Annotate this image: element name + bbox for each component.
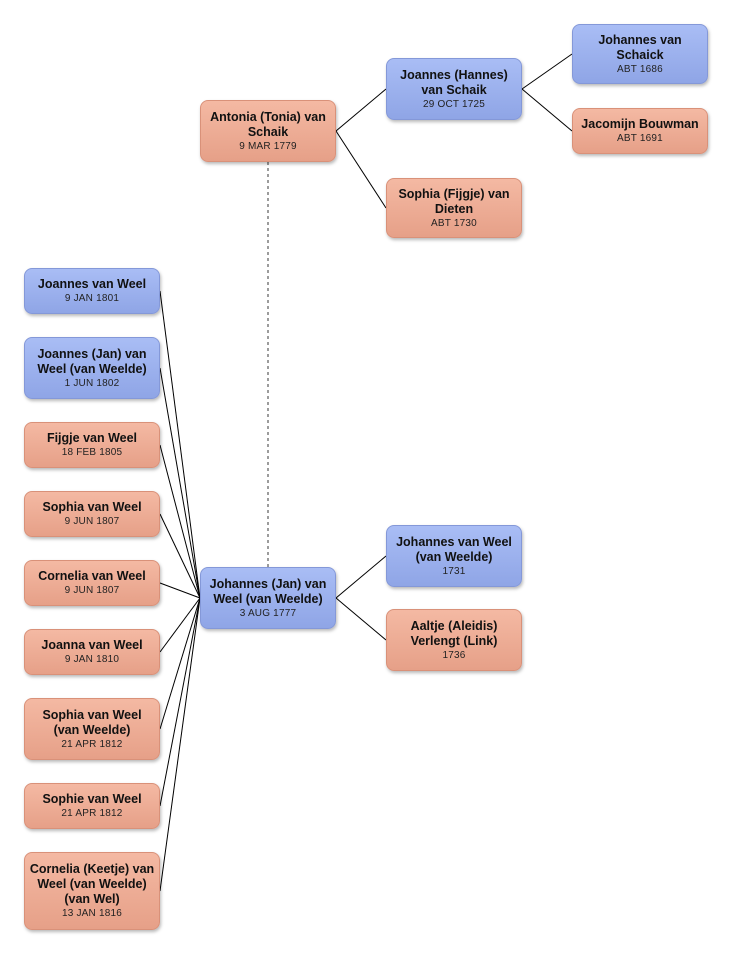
connector-mother-mother: [335, 130, 387, 209]
children-connectors: [159, 290, 201, 892]
person-name: Cornelia van Weel: [38, 569, 146, 583]
person-date: 29 OCT 1725: [422, 98, 486, 110]
connector-mother-father: [335, 88, 387, 132]
child-box[interactable]: Sophia van Weel (van Weelde) 21 APR 1812: [24, 698, 160, 760]
child-box[interactable]: Joannes (Jan) van Weel (van Weelde) 1 JU…: [24, 337, 160, 399]
person-joannes-van-schaik[interactable]: Joannes (Hannes) van Schaik 29 OCT 1725: [386, 58, 522, 120]
person-name: Jacomijn Bouwman: [581, 117, 699, 131]
person-johannes-van-schaick[interactable]: Johannes van Schaick ABT 1686: [572, 24, 708, 84]
person-date: 9 JAN 1810: [64, 654, 120, 665]
person-name: Sophia (Fijgje) van Dieten: [398, 186, 510, 216]
person-date: 13 JAN 1816: [61, 908, 123, 919]
person-name: Joanna van Weel: [41, 638, 143, 652]
connector-child-3: [159, 513, 201, 599]
child-box[interactable]: Sophie van Weel 21 APR 1812: [24, 783, 160, 829]
person-jacomijn-bouwman[interactable]: Jacomijn Bouwman ABT 1691: [572, 108, 708, 154]
connector-child-2: [159, 444, 201, 599]
connector-child-7: [159, 597, 201, 807]
connector-child-1: [159, 367, 201, 599]
child-box[interactable]: Sophia van Weel 9 JUN 1807: [24, 491, 160, 537]
child-box[interactable]: Fijgje van Weel 18 FEB 1805: [24, 422, 160, 468]
child-box[interactable]: Joannes van Weel 9 JAN 1801: [24, 268, 160, 314]
person-date: 18 FEB 1805: [61, 447, 123, 458]
connector-child-5: [159, 597, 201, 653]
person-date: 3 AUG 1777: [239, 607, 297, 619]
person-name: Joannes (Jan) van Weel (van Weelde): [37, 346, 147, 376]
connector-child-4: [159, 582, 201, 599]
person-name: Aaltje (Aleidis) Verlengt (Link): [410, 618, 498, 648]
person-name: Johannes van Schaick: [598, 32, 682, 62]
person-date: ABT 1730: [431, 217, 477, 229]
person-date: 9 JAN 1801: [64, 293, 120, 304]
connector-focus-mother: [335, 597, 387, 641]
person-date: 9 JUN 1807: [64, 585, 120, 596]
person-date: 1736: [442, 649, 466, 661]
person-johannes-van-weel-1731[interactable]: Johannes van Weel (van Weelde) 1731: [386, 525, 522, 587]
child-box[interactable]: Joanna van Weel 9 JAN 1810: [24, 629, 160, 675]
person-date: 9 JUN 1807: [64, 516, 120, 527]
person-date: ABT 1686: [617, 63, 663, 75]
person-name: Cornelia (Keetje) van Weel (van Weelde) …: [29, 862, 155, 906]
person-name: Johannes (Jan) van Weel (van Weelde): [209, 576, 327, 606]
connector-mgf-father: [521, 53, 573, 90]
person-date: 1 JUN 1802: [64, 377, 120, 389]
person-name: Johannes van Weel (van Weelde): [396, 534, 512, 564]
person-date: 1731: [442, 565, 466, 577]
connector-child-0: [159, 290, 201, 599]
person-name: Sophia van Weel (van Weelde): [42, 707, 142, 737]
person-date: 21 APR 1812: [61, 738, 123, 750]
person-johannes-jan-van-weel-focus[interactable]: Johannes (Jan) van Weel (van Weelde) 3 A…: [200, 567, 336, 629]
person-date: 21 APR 1812: [61, 808, 123, 819]
person-name: Joannes (Hannes) van Schaik: [400, 67, 508, 97]
child-box[interactable]: Cornelia van Weel 9 JUN 1807: [24, 560, 160, 606]
person-aaltje-verlengt[interactable]: Aaltje (Aleidis) Verlengt (Link) 1736: [386, 609, 522, 671]
connector-child-8: [159, 597, 201, 892]
person-name: Sophie van Weel: [42, 792, 142, 806]
person-antonia-van-schaik[interactable]: Antonia (Tonia) van Schaik 9 MAR 1779: [200, 100, 336, 162]
person-date: ABT 1691: [617, 133, 663, 144]
connector-child-6: [159, 597, 201, 730]
child-box[interactable]: Cornelia (Keetje) van Weel (van Weelde) …: [24, 852, 160, 930]
person-name: Sophia van Weel: [42, 500, 142, 514]
connector-mgf-mother: [521, 88, 573, 132]
person-name: Antonia (Tonia) van Schaik: [210, 109, 326, 139]
person-sophia-van-dieten[interactable]: Sophia (Fijgje) van Dieten ABT 1730: [386, 178, 522, 238]
person-date: 9 MAR 1779: [239, 140, 297, 152]
person-name: Fijgje van Weel: [46, 431, 138, 445]
connector-focus-father: [335, 555, 387, 599]
person-name: Joannes van Weel: [37, 277, 147, 291]
